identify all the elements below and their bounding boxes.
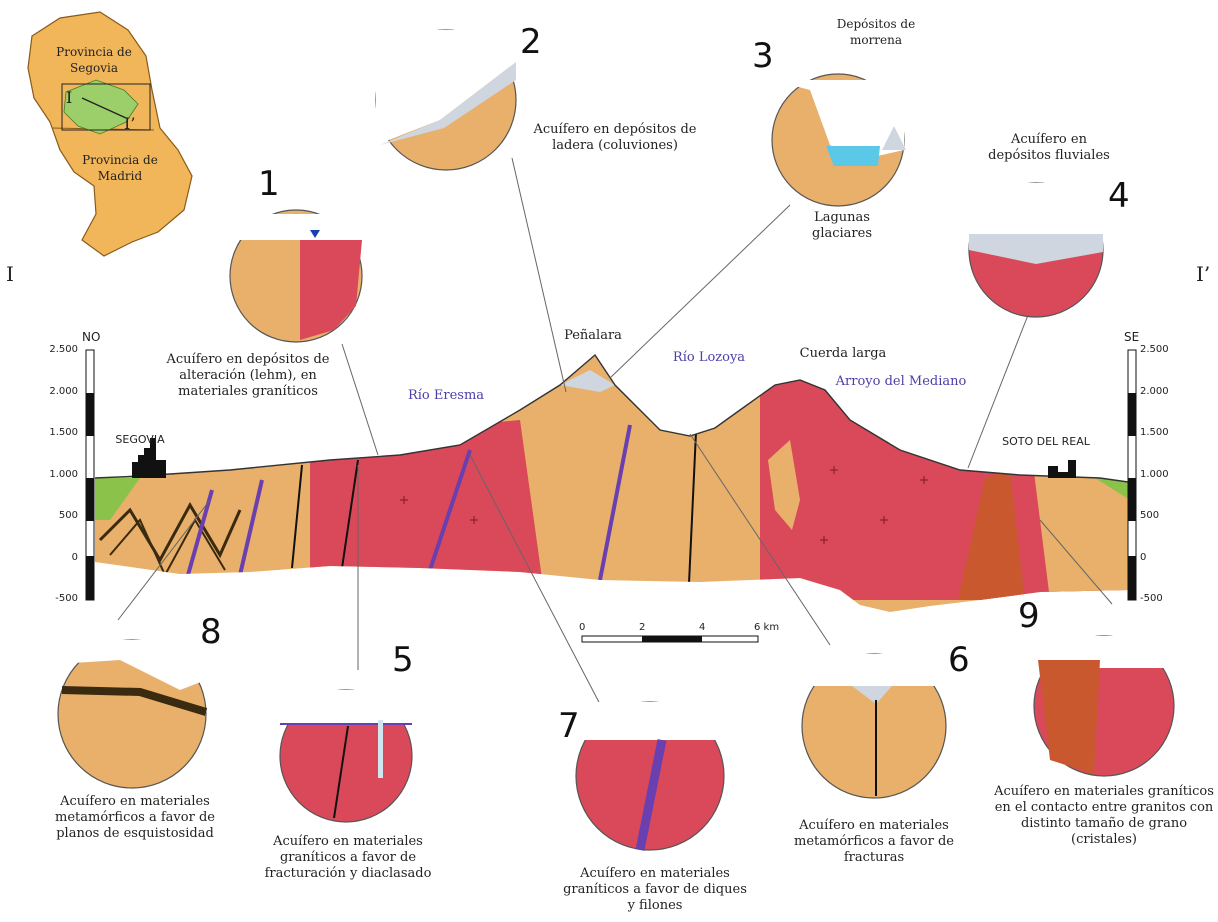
caption-2: Acuífero en depósitos de ladera (coluvio… <box>530 122 700 154</box>
inset-number-4: 4 <box>1108 176 1130 216</box>
place-penalara: Peñalara <box>548 328 638 344</box>
caption-3-moraine: Depósitos de morrena <box>836 16 916 48</box>
river-eresma: Río Eresma <box>396 388 496 404</box>
inset-number-3: 3 <box>752 36 774 76</box>
caption-9: Acuífero en materiales graníticos en el … <box>994 784 1214 848</box>
river-lozoya: Río Lozoya <box>664 350 754 366</box>
elevation-bar-left <box>86 350 94 600</box>
elevation-tick-label: -500 <box>42 593 78 604</box>
elevation-bar-right <box>1128 350 1136 600</box>
inset-number-7: 7 <box>558 706 580 746</box>
inset-number-9: 9 <box>1018 596 1040 636</box>
elevation-tick-label: 1.000 <box>1140 469 1169 480</box>
elevation-tick-label: 1.500 <box>1140 427 1169 438</box>
place-segovia: SEGOVIA <box>100 432 180 448</box>
elevation-tick-label: 2.000 <box>1140 386 1169 397</box>
map-section-start: I <box>66 88 72 107</box>
elevation-tick-label: 1.500 <box>42 427 78 438</box>
caption-8: Acuífero en materiales metamórficos a fa… <box>40 794 230 842</box>
map-label-madrid: Provincia de Madrid <box>70 152 170 184</box>
inset-number-8: 8 <box>200 612 222 652</box>
place-cuerda-larga: Cuerda larga <box>788 346 898 362</box>
caption-1: Acuífero en depósitos de alteración (leh… <box>148 352 348 400</box>
elevation-tick-label: 1.000 <box>42 469 78 480</box>
caption-3: Lagunas glaciares <box>802 210 882 242</box>
elevation-tick-label: 500 <box>1140 510 1159 521</box>
inset-7 <box>576 702 724 850</box>
place-soto: SOTO DEL REAL <box>986 434 1106 450</box>
inset-5 <box>280 690 412 822</box>
caption-5: Acuífero en materiales graníticos a favo… <box>248 834 448 882</box>
elevation-tick-label: 500 <box>42 510 78 521</box>
section-right-end: I’ <box>1196 262 1210 286</box>
river-mediano: Arroyo del Mediano <box>826 374 976 390</box>
scale-bar <box>582 636 758 642</box>
inset-number-5: 5 <box>392 640 414 680</box>
scale-tick-label: 4 <box>699 622 705 633</box>
inset-2 <box>376 30 516 170</box>
inset-8 <box>58 640 206 788</box>
map-label-segovia: Provincia de Segovia <box>44 44 144 76</box>
elevation-tick-label: 0 <box>1140 552 1146 563</box>
caption-4: Acuífero en depósitos fluviales <box>984 132 1114 164</box>
inset-6 <box>802 654 946 798</box>
elevation-tick-label: 0 <box>42 552 78 563</box>
section-left-end: I <box>6 262 14 286</box>
map-section-end: I’ <box>124 114 135 133</box>
direction-right: SE <box>1124 330 1139 344</box>
caption-7: Acuífero en materiales graníticos a favo… <box>560 866 750 914</box>
elevation-tick-label: 2.500 <box>1140 344 1169 355</box>
inset-number-1: 1 <box>258 164 280 204</box>
inset-1 <box>230 210 362 342</box>
caption-6: Acuífero en materiales metamórficos a fa… <box>774 818 974 866</box>
inset-3 <box>772 74 906 206</box>
scale-tick-label: 6 km <box>754 622 779 633</box>
scale-tick-label: 0 <box>579 622 585 633</box>
inset-4 <box>969 183 1103 317</box>
elevation-tick-label: -500 <box>1140 593 1163 604</box>
soto-buildings <box>1048 460 1076 478</box>
elevation-tick-label: 2.000 <box>42 386 78 397</box>
elevation-tick-label: 2.500 <box>42 344 78 355</box>
inset-number-6: 6 <box>948 640 970 680</box>
inset-number-2: 2 <box>520 22 542 62</box>
scale-tick-label: 2 <box>639 622 645 633</box>
inset-9 <box>1034 636 1174 776</box>
direction-left: NO <box>82 330 100 344</box>
